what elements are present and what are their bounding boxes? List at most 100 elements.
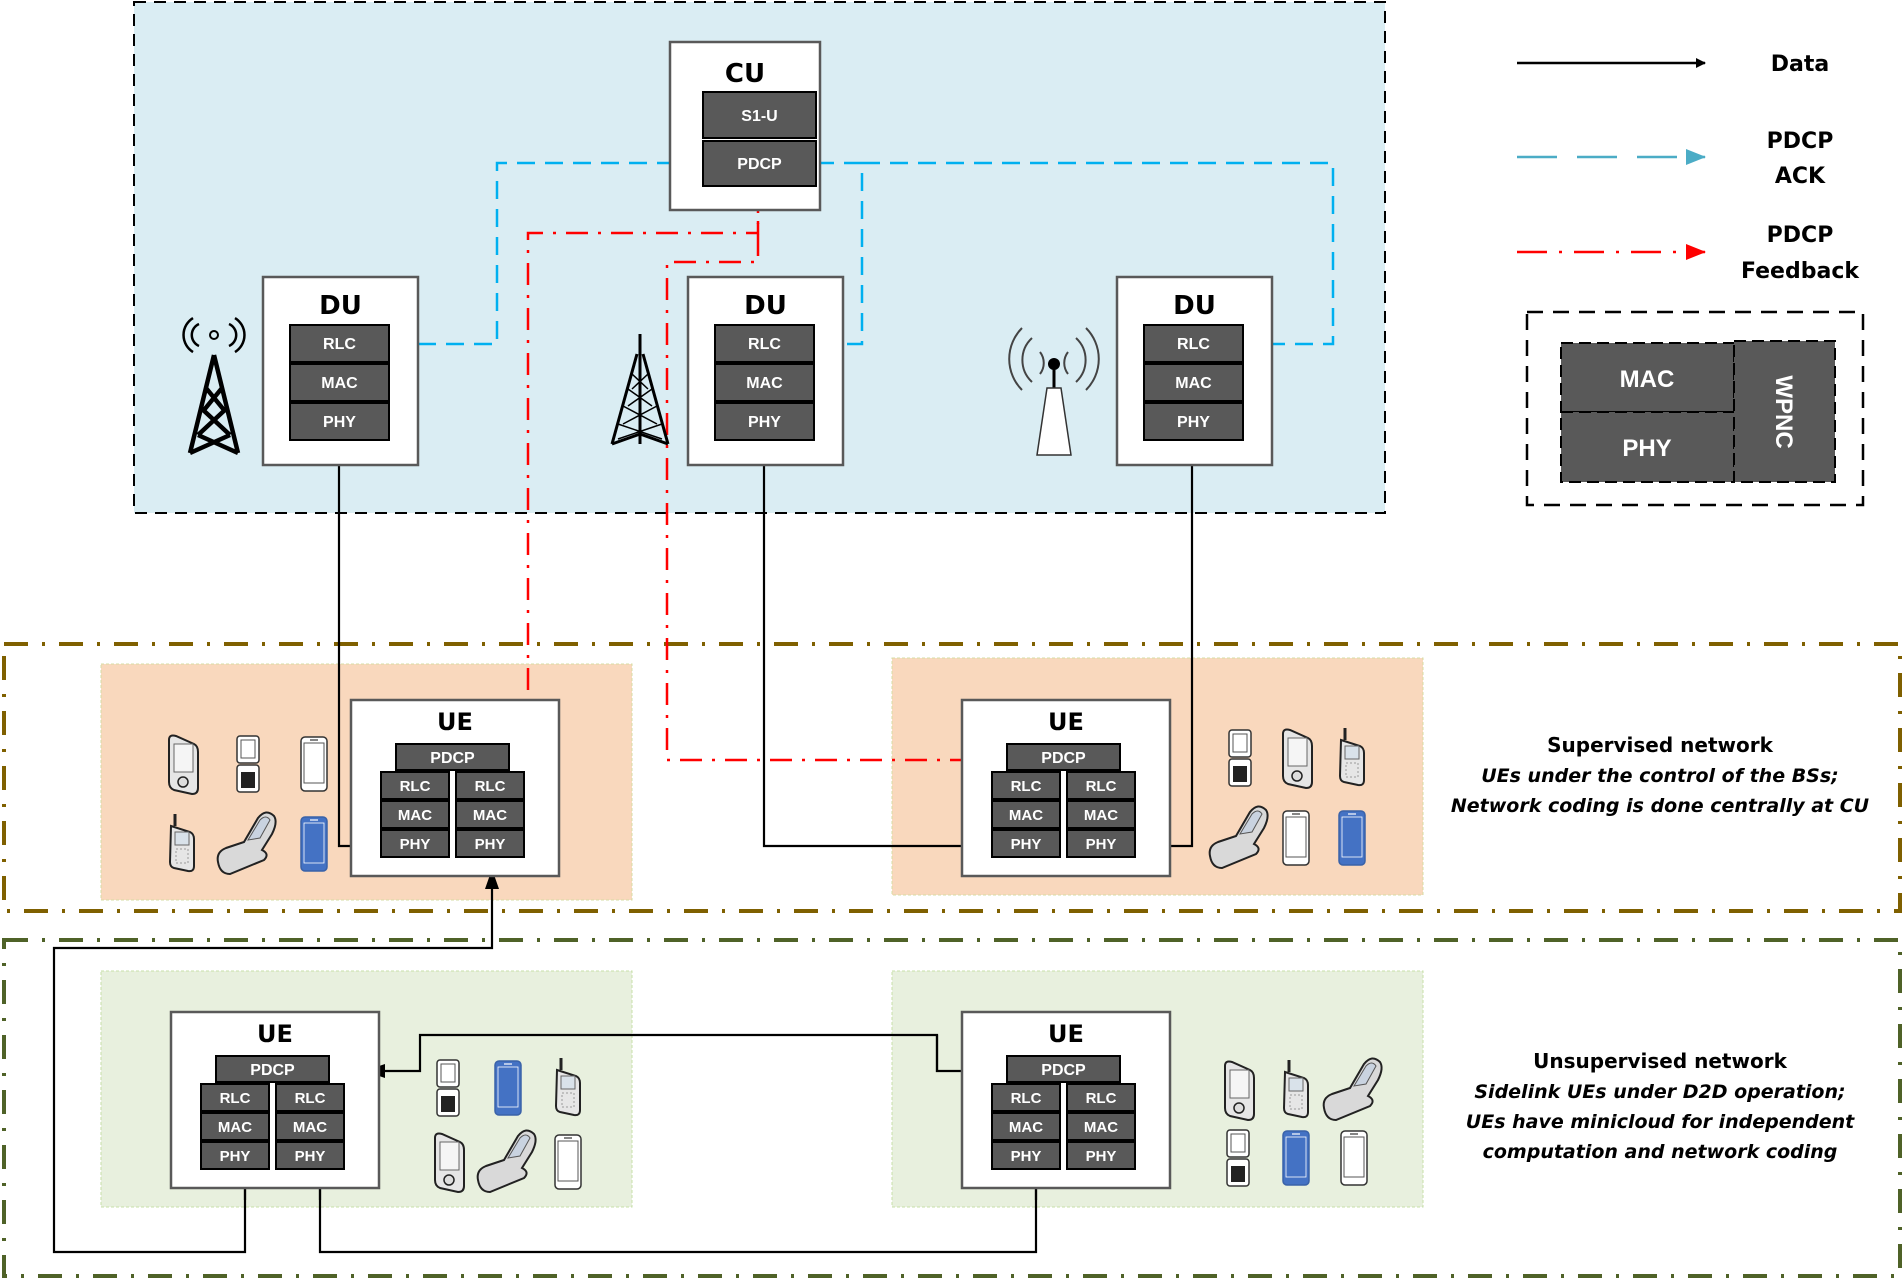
wireless-antenna-icon	[1008, 327, 1100, 456]
cell-phone-antenna-icon	[168, 814, 195, 873]
svg-text:ACK: ACK	[1775, 164, 1826, 189]
du-node[interactable]: DU RLC MAC PHY	[1115, 275, 1274, 467]
legend-item-pdcp-ack: PDCP ACK	[1517, 129, 1833, 189]
ue-layer-pdcp: PDCP	[395, 743, 510, 771]
du-layer-mac: MAC	[289, 363, 390, 402]
svg-text:Feedback: Feedback	[1741, 259, 1860, 284]
ue-layer-pdcp: PDCP	[1006, 1055, 1121, 1083]
cu-node[interactable]: CU S1-U PDCP	[668, 40, 822, 212]
ack-line-du-right	[862, 161, 1335, 351]
svg-text:UEs have minicloud for indepen: UEs have minicloud for independent	[1466, 1111, 1855, 1133]
cell-phone-antenna-icon	[1338, 728, 1365, 787]
ue-layer-mac: MAC	[991, 1112, 1061, 1141]
svg-text:RLC: RLC	[1011, 1090, 1042, 1107]
ue-layer-pdcp: PDCP	[215, 1055, 330, 1083]
smartphone-white-icon	[554, 1134, 582, 1190]
ue-layer-phy: PHY	[1066, 1141, 1136, 1170]
ue-layer-mac: MAC	[1066, 1112, 1136, 1141]
svg-text:MAC: MAC	[293, 1119, 327, 1136]
smartphone-white-icon	[1282, 810, 1310, 866]
svg-text:PDCP: PDCP	[1767, 223, 1834, 248]
svg-text:RLC: RLC	[1011, 778, 1042, 795]
ue-layer-phy: PHY	[991, 829, 1061, 858]
svg-text:PHY: PHY	[1622, 435, 1671, 462]
ue-layer-mac: MAC	[455, 800, 525, 829]
ue-layer-phy: PHY	[380, 829, 450, 858]
svg-text:MAC: MAC	[321, 375, 358, 392]
svg-text:PHY: PHY	[1011, 1148, 1042, 1165]
cu-title: CU	[725, 59, 765, 89]
svg-text:PHY: PHY	[323, 414, 356, 431]
unsupervised-heading: Unsupervised network	[1533, 1049, 1787, 1073]
svg-text:Network coding is done central: Network coding is done centrally at CU	[1451, 795, 1870, 817]
ue-layer-mac: MAC	[380, 800, 450, 829]
ue-nodes: UEPDCPRLCMACPHYRLCMACPHYUEPDCPRLCMACPHYR…	[169, 698, 1172, 1190]
pda-phone-icon	[1282, 728, 1313, 790]
ue-title: UE	[257, 1020, 293, 1048]
device-group-supervised-right	[1208, 728, 1366, 870]
device-icons	[168, 728, 1383, 1194]
svg-text:MAC: MAC	[398, 807, 432, 824]
flip-phone-icon	[236, 735, 260, 793]
svg-text:RLC: RLC	[748, 336, 781, 353]
ue-layer-rlc: RLC	[991, 1083, 1061, 1112]
svg-text:MAC: MAC	[1620, 366, 1675, 393]
legend-phy-block	[1560, 411, 1735, 483]
ue-title: UE	[437, 708, 473, 736]
smartphone-blue-icon	[300, 816, 328, 872]
svg-text:computation and network coding: computation and network coding	[1483, 1141, 1838, 1163]
legend-wpnc-stack: MAC PHY WPNC	[1525, 310, 1865, 507]
du-layer-rlc: RLC	[289, 324, 390, 363]
slider-phone-icon	[1208, 805, 1269, 870]
svg-text:RLC: RLC	[400, 778, 431, 795]
feedback-line-right-ue	[665, 183, 1017, 762]
svg-text:PDCP: PDCP	[1041, 1062, 1086, 1079]
sidelink-line-phy-loop	[318, 1150, 1038, 1254]
ue-layer-rlc: RLC	[991, 771, 1061, 800]
du-title: DU	[744, 291, 787, 321]
du-node[interactable]: DU RLC MAC PHY	[686, 275, 845, 467]
sidelink-line-ue-to-supervised	[52, 869, 499, 1254]
du-title: DU	[1173, 291, 1216, 321]
ue-layer-phy: PHY	[991, 1141, 1061, 1170]
svg-text:MAC: MAC	[1084, 1119, 1118, 1136]
svg-text:RLC: RLC	[1177, 336, 1210, 353]
slider-phone-icon	[216, 811, 277, 876]
ue-layer-mac: MAC	[200, 1112, 270, 1141]
ue-layer-rlc: RLC	[275, 1083, 345, 1112]
device-group-supervised-left	[168, 734, 328, 876]
svg-text:PHY: PHY	[1177, 414, 1210, 431]
ue-layer-phy: PHY	[275, 1141, 345, 1170]
unsupervised-description: Unsupervised network Sidelink UEs under …	[1466, 1049, 1855, 1163]
svg-text:PDCP: PDCP	[430, 750, 475, 767]
supervised-description: Supervised network UEs under the control…	[1451, 733, 1870, 817]
svg-text:MAC: MAC	[473, 807, 507, 824]
svg-text:MAC: MAC	[746, 375, 783, 392]
svg-text:PHY: PHY	[400, 836, 431, 853]
du-layer-rlc: RLC	[714, 324, 815, 363]
svg-text:Data: Data	[1771, 52, 1829, 77]
ue-title: UE	[1048, 1020, 1084, 1048]
svg-text:UEs under the control of the B: UEs under the control of the BSs;	[1481, 765, 1839, 787]
smartphone-blue-icon	[494, 1060, 522, 1116]
ue-layer-rlc: RLC	[380, 771, 450, 800]
lattice-tower-icon	[182, 316, 246, 456]
du-layer-mac: MAC	[714, 363, 815, 402]
svg-text:PHY: PHY	[748, 414, 781, 431]
svg-text:PDCP: PDCP	[1767, 129, 1834, 154]
svg-text:MAC: MAC	[1175, 375, 1212, 392]
data-line-du-middle-to-ue	[762, 441, 1001, 853]
svg-text:MAC: MAC	[1009, 1119, 1043, 1136]
slider-phone-icon	[476, 1129, 537, 1194]
svg-text:MAC: MAC	[1009, 807, 1043, 824]
ue-title: UE	[1048, 708, 1084, 736]
ue-layer-mac: MAC	[1066, 800, 1136, 829]
svg-text:RLC: RLC	[1086, 778, 1117, 795]
